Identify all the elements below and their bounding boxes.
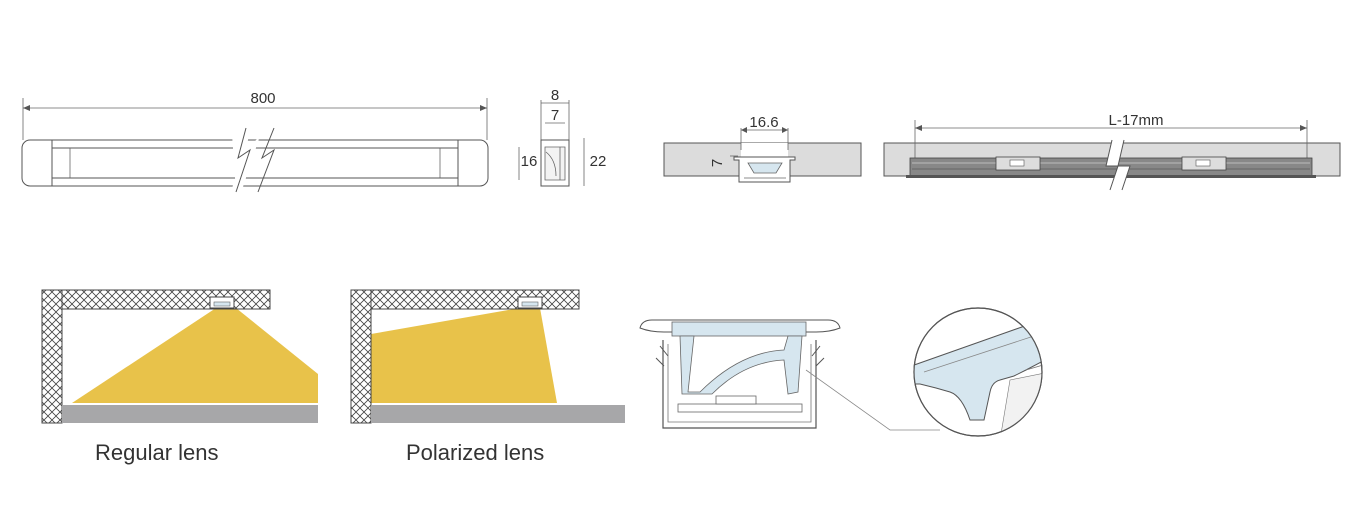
installed-length-view: L-17mm xyxy=(883,112,1341,191)
polarized-lens-illustration xyxy=(350,289,625,424)
polarized-lens-caption: Polarized lens xyxy=(406,440,544,465)
cutout-view: 16.6 7 xyxy=(663,114,862,183)
regular-light-beam xyxy=(72,308,318,403)
dimension-width-outer-label: 8 xyxy=(551,87,559,104)
magnified-lens-detail xyxy=(913,307,1043,437)
dimension-width-inner-label: 7 xyxy=(551,107,559,124)
profile-length-view: 800 xyxy=(21,90,489,194)
dimension-cutout-width-label: 16.6 xyxy=(749,114,778,131)
profile-cross-section: 8 7 16 22 xyxy=(518,87,607,187)
dimension-height-outer-label: 22 xyxy=(590,153,607,170)
regular-lens-caption: Regular lens xyxy=(95,440,219,465)
regular-lens-illustration xyxy=(41,289,318,424)
dimension-cut-length-label: L-17mm xyxy=(1108,112,1163,129)
polarized-light-beam xyxy=(371,308,557,403)
dimension-cutout-depth-label: 7 xyxy=(709,159,726,167)
dimension-height-inner-label: 16 xyxy=(521,153,538,170)
profile-detail-section xyxy=(639,319,940,431)
dimension-length-label: 800 xyxy=(250,90,275,107)
